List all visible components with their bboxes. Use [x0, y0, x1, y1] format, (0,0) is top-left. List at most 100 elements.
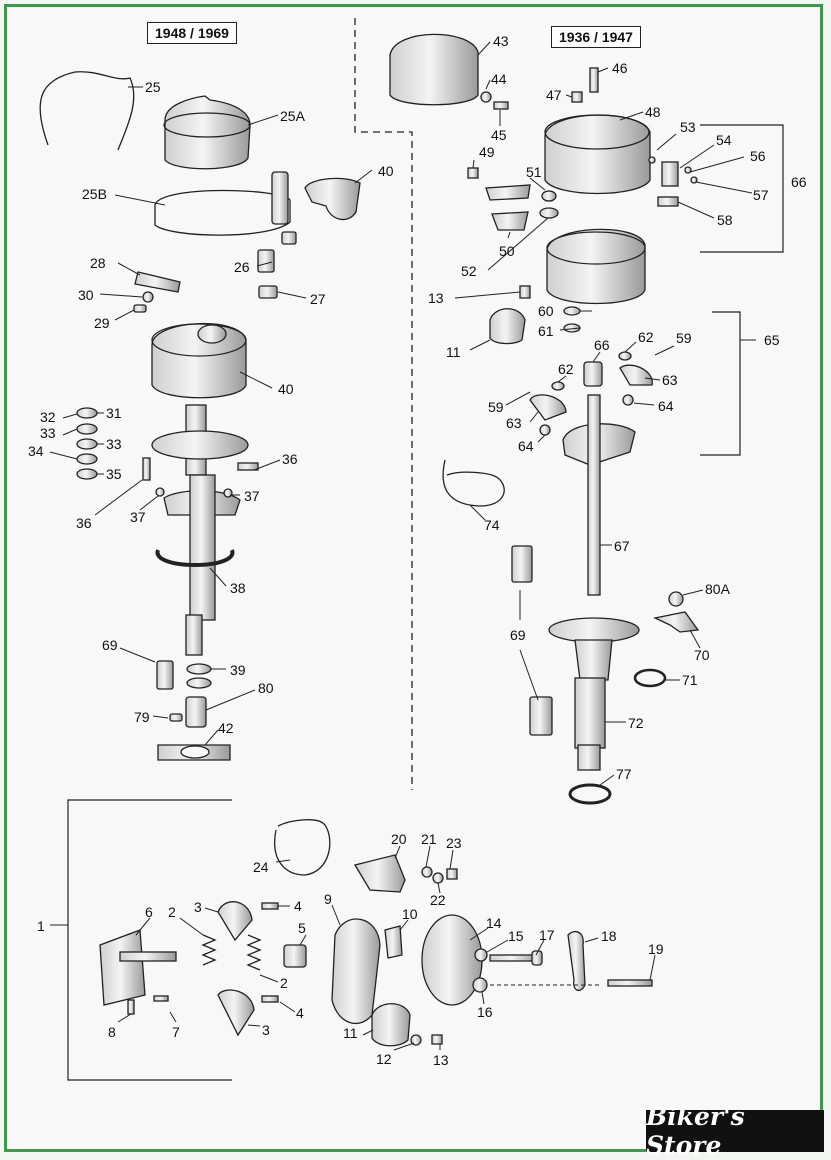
part-14-plate [421, 914, 483, 1006]
label-4b: 4 [296, 1005, 304, 1021]
header-1948-1969: 1948 / 1969 [147, 22, 237, 44]
label-59a: 59 [676, 330, 692, 346]
label-33a: 33 [40, 425, 56, 441]
part-10 [384, 925, 403, 959]
part-50 [491, 211, 529, 231]
label-39: 39 [230, 662, 246, 678]
label-80A: 80A [705, 581, 731, 597]
part-69a [156, 660, 174, 690]
section-dividers [354, 18, 413, 790]
label-23: 23 [446, 835, 462, 851]
label-17: 17 [539, 927, 555, 943]
label-80: 80 [258, 680, 274, 696]
label-60: 60 [538, 303, 554, 319]
part-6-pin [119, 951, 177, 962]
part-39b [186, 677, 212, 689]
label-66b: 66 [594, 337, 610, 353]
part-4a [261, 902, 279, 910]
label-33b: 33 [106, 436, 122, 452]
label-63a: 63 [662, 372, 678, 388]
part-15 [474, 948, 488, 962]
part-advance-plate [151, 430, 249, 460]
label-19: 19 [648, 941, 664, 957]
part-39a [186, 663, 212, 675]
label-40b: 40 [278, 381, 294, 397]
part-64b [539, 424, 551, 436]
label-2a: 2 [168, 904, 176, 920]
part-70 [652, 611, 700, 633]
label-13b: 13 [433, 1052, 449, 1068]
label-79: 79 [134, 709, 150, 725]
part-9-plate [331, 918, 381, 1024]
part-72-flange [548, 617, 640, 643]
part-20 [353, 854, 406, 893]
part-3a [217, 901, 253, 942]
label-28: 28 [90, 255, 106, 271]
part-33b [76, 438, 98, 450]
label-52: 52 [461, 263, 477, 279]
part-80-gear [185, 696, 207, 728]
part-11a-condenser [489, 308, 526, 345]
part-16 [472, 977, 488, 993]
part-45 [493, 101, 509, 110]
label-21: 21 [421, 831, 437, 847]
part-31 [76, 407, 98, 419]
label-56: 56 [750, 148, 766, 164]
bracket-1 [67, 799, 232, 1081]
label-64a: 64 [658, 398, 674, 414]
part-6-base [99, 929, 146, 1006]
part-51-bracket [485, 184, 531, 201]
label-69b: 69 [510, 627, 526, 643]
label-37a: 37 [130, 509, 146, 525]
part-67-shaft [587, 394, 601, 596]
part-26 [257, 249, 275, 273]
part-72-shaft [574, 677, 606, 749]
label-9: 9 [324, 891, 332, 907]
part-29 [133, 304, 147, 313]
part-69b [511, 545, 533, 583]
label-30: 30 [78, 287, 94, 303]
label-6: 6 [145, 904, 153, 920]
label-8: 8 [108, 1024, 116, 1040]
part-18 [567, 931, 586, 992]
label-18: 18 [601, 928, 617, 944]
part-12 [410, 1034, 422, 1046]
label-13a: 13 [428, 290, 444, 306]
part-66-body [546, 228, 646, 305]
label-47: 47 [546, 87, 562, 103]
part-69c [529, 696, 553, 736]
part-56 [684, 166, 692, 174]
label-32: 32 [40, 409, 56, 425]
label-65: 65 [764, 332, 780, 348]
part-4b [261, 995, 279, 1003]
part-53 [648, 156, 656, 164]
label-15: 15 [508, 928, 524, 944]
label-2b: 2 [280, 975, 288, 991]
label-35: 35 [106, 466, 122, 482]
part-64a [622, 394, 634, 406]
part-25B-clamp [271, 171, 289, 225]
label-59b: 59 [488, 399, 504, 415]
part-30 [142, 291, 154, 303]
label-51: 51 [526, 164, 542, 180]
part-34 [76, 453, 98, 465]
part-main-shaft [189, 474, 216, 621]
label-34: 34 [28, 443, 44, 459]
label-36b: 36 [282, 451, 298, 467]
part-screw [281, 231, 297, 245]
part-33a [76, 423, 98, 435]
part-66b [583, 361, 603, 387]
part-63b [529, 394, 567, 421]
part-19 [607, 979, 653, 987]
part-52 [539, 207, 559, 219]
bikers-store-logo: Biker's Store [646, 1102, 824, 1160]
part-43-cap [389, 33, 479, 106]
label-1: 1 [37, 918, 45, 934]
label-11a: 11 [446, 344, 461, 360]
label-43: 43 [493, 33, 509, 49]
bracket-65 [700, 311, 741, 456]
label-3a: 3 [194, 899, 202, 915]
label-31: 31 [106, 405, 122, 421]
label-27: 27 [310, 291, 326, 307]
